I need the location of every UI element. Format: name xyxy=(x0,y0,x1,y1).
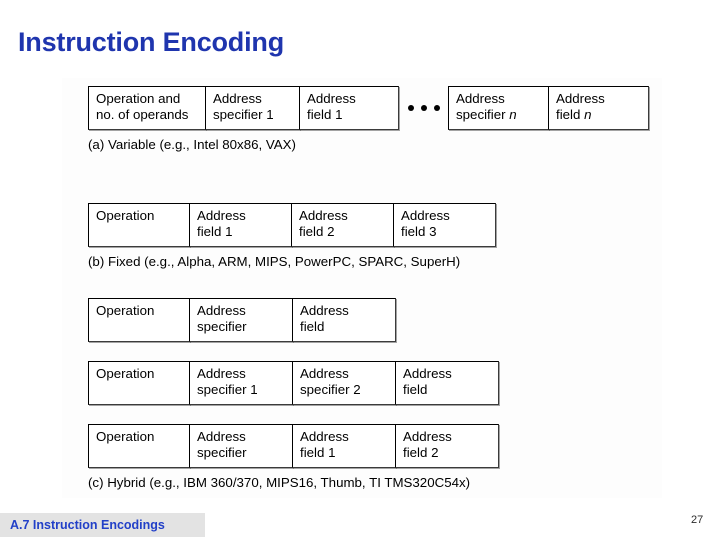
field-box: Operation xyxy=(88,424,190,468)
page-number: 27 xyxy=(691,514,704,526)
field-box: Address field 1 xyxy=(189,203,292,247)
field-box: Address specifier n xyxy=(448,86,549,130)
field-box: Address field 1 xyxy=(292,424,396,468)
footer-section-label: A.7 Instruction Encodings xyxy=(10,518,165,532)
figure-row-hybrid-1: Operation Address specifier Address fiel… xyxy=(88,298,396,342)
figure-row-hybrid-2: Operation Address specifier 1 Address sp… xyxy=(88,361,499,405)
figure-caption-fixed: (b) Fixed (e.g., Alpha, ARM, MIPS, Power… xyxy=(88,254,461,269)
field-box: Address field xyxy=(395,361,499,405)
footer-band xyxy=(0,513,205,537)
page-title: Instruction Encoding xyxy=(18,27,284,57)
field-box: Operation xyxy=(88,361,190,405)
field-box: Address field 2 xyxy=(395,424,499,468)
figure-row-fixed: Operation Address field 1 Address field … xyxy=(88,203,496,247)
field-box: Address specifier 2 xyxy=(292,361,396,405)
field-box: Address specifier xyxy=(189,298,293,342)
field-box: Address specifier 1 xyxy=(205,86,300,130)
field-box: Address field n xyxy=(548,86,649,130)
field-box: Operation xyxy=(88,203,190,247)
figure-row-variable: Operation and no. of operands Address sp… xyxy=(88,86,649,130)
field-box: Address specifier 1 xyxy=(189,361,293,405)
field-box: Address field 3 xyxy=(393,203,496,247)
figure-caption-hybrid: (c) Hybrid (e.g., IBM 360/370, MIPS16, T… xyxy=(88,475,471,490)
field-box: Address specifier xyxy=(189,424,293,468)
ellipsis-icon xyxy=(399,86,449,130)
field-box: Address field xyxy=(292,298,396,342)
instruction-encoding-figure: Operation and no. of operands Address sp… xyxy=(62,78,662,498)
figure-row-hybrid-3: Operation Address specifier Address fiel… xyxy=(88,424,499,468)
field-box: Address field 1 xyxy=(299,86,399,130)
field-box: Address field 2 xyxy=(291,203,394,247)
field-box: Operation and no. of operands xyxy=(88,86,206,130)
figure-caption-variable: (a) Variable (e.g., Intel 80x86, VAX) xyxy=(88,137,296,152)
field-box: Operation xyxy=(88,298,190,342)
